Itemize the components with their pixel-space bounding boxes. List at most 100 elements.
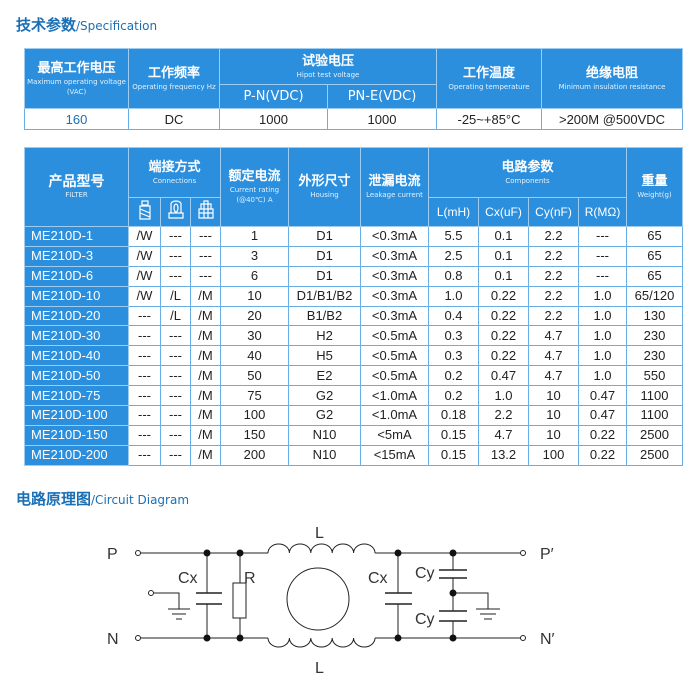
cell-weight: 230	[626, 325, 684, 347]
cell-cy: 2.2	[528, 285, 579, 307]
wires	[140, 552, 521, 639]
cell-model: ME210D-6	[24, 265, 129, 287]
cell-weight: 65	[626, 226, 684, 247]
wire-terminal-icon	[128, 197, 161, 227]
ground-icon	[168, 608, 500, 620]
cell-cx: 0.22	[478, 345, 529, 367]
cell-conn-w: ---	[128, 305, 161, 327]
cell-r: 0.47	[577, 405, 628, 426]
cell-conn-l: ---	[160, 226, 191, 247]
cell-weight: 65/120	[626, 285, 684, 307]
terminals	[135, 550, 526, 641]
cell-cx: 0.1	[478, 245, 529, 267]
cell-model: ME210D-3	[24, 245, 129, 267]
cell-leakage: <15mA	[360, 444, 429, 466]
cell-model: ME210D-10	[24, 285, 129, 307]
value-frequency: DC	[128, 108, 220, 130]
screw-terminal-icon	[160, 197, 191, 227]
cell-r: 1.0	[577, 365, 628, 387]
cell-model: ME210D-40	[24, 345, 129, 367]
cell-leakage: <0.5mA	[360, 325, 429, 347]
label-cx-right: Cx	[368, 570, 388, 587]
cell-conn-m: /M	[190, 385, 221, 407]
cell-model: ME210D-50	[24, 365, 129, 387]
cell-leakage: <0.3mA	[360, 245, 429, 267]
cell-weight: 550	[626, 365, 684, 387]
inductors	[267, 543, 376, 648]
cell-current: 200	[220, 444, 289, 466]
cell-weight: 1100	[626, 405, 684, 426]
cell-model: ME210D-20	[24, 305, 129, 327]
label-l-top: L	[315, 525, 324, 542]
cell-conn-m: /M	[190, 365, 221, 387]
cell-l: 0.18	[428, 405, 479, 426]
cell-conn-l: ---	[160, 385, 191, 407]
label-cy-top: Cy	[415, 565, 435, 582]
cell-l: 5.5	[428, 226, 479, 247]
value-pn: 1000	[219, 108, 328, 130]
cell-cy: 100	[528, 444, 579, 466]
cell-leakage: <0.3mA	[360, 305, 429, 327]
circuit-title: 电路原理图/Circuit Diagram	[16, 490, 190, 508]
cell-model: ME210D-100	[24, 405, 129, 426]
cell-conn-w: /W	[128, 226, 161, 247]
core-icon	[286, 567, 350, 631]
cell-cx: 2.2	[478, 405, 529, 426]
label-n: N	[107, 631, 119, 648]
cell-conn-l: ---	[160, 345, 191, 367]
cell-weight: 65	[626, 265, 684, 287]
cell-current: 20	[220, 305, 289, 327]
header-r: R(MΩ)	[577, 197, 628, 227]
cell-leakage: <0.3mA	[360, 265, 429, 287]
cell-cx: 4.7	[478, 424, 529, 446]
label-cy-bottom: Cy	[415, 611, 435, 628]
header-cy: Cy(nF)	[528, 197, 579, 227]
cell-current: 40	[220, 345, 289, 367]
cell-model: ME210D-150	[24, 424, 129, 446]
cell-cy: 4.7	[528, 365, 579, 387]
cell-model: ME210D-1	[24, 226, 129, 247]
junction-dots	[203, 549, 457, 642]
cell-l: 0.15	[428, 444, 479, 466]
cell-r: ---	[577, 265, 628, 287]
value-max-voltage: 160	[24, 108, 129, 130]
label-p-out: P′	[540, 546, 554, 563]
cell-conn-w: ---	[128, 385, 161, 407]
value-pne: 1000	[326, 108, 438, 130]
cell-leakage: <0.3mA	[360, 285, 429, 307]
cell-cy: 10	[528, 385, 579, 407]
label-cx-left: Cx	[178, 570, 198, 587]
label-n-out: N′	[540, 631, 555, 648]
cell-conn-m: /M	[190, 424, 221, 446]
multi-pin-terminal-icon	[190, 197, 221, 227]
cell-r: 1.0	[577, 325, 628, 347]
cell-conn-m: /M	[190, 405, 221, 426]
label-l-bottom: L	[315, 660, 324, 677]
value-insulation: >200M @500VDC	[541, 108, 684, 130]
cell-model: ME210D-200	[24, 444, 129, 466]
cell-l: 0.3	[428, 345, 479, 367]
cell-conn-w: ---	[128, 325, 161, 347]
label-r: R	[244, 570, 256, 587]
cell-model: ME210D-75	[24, 385, 129, 407]
cell-leakage: <1.0mA	[360, 405, 429, 426]
cell-conn-w: /W	[128, 285, 161, 307]
cy-capacitors	[439, 569, 467, 622]
resistor	[232, 582, 247, 619]
cell-cx: 13.2	[478, 444, 529, 466]
header-cx: Cx(uF)	[478, 197, 529, 227]
